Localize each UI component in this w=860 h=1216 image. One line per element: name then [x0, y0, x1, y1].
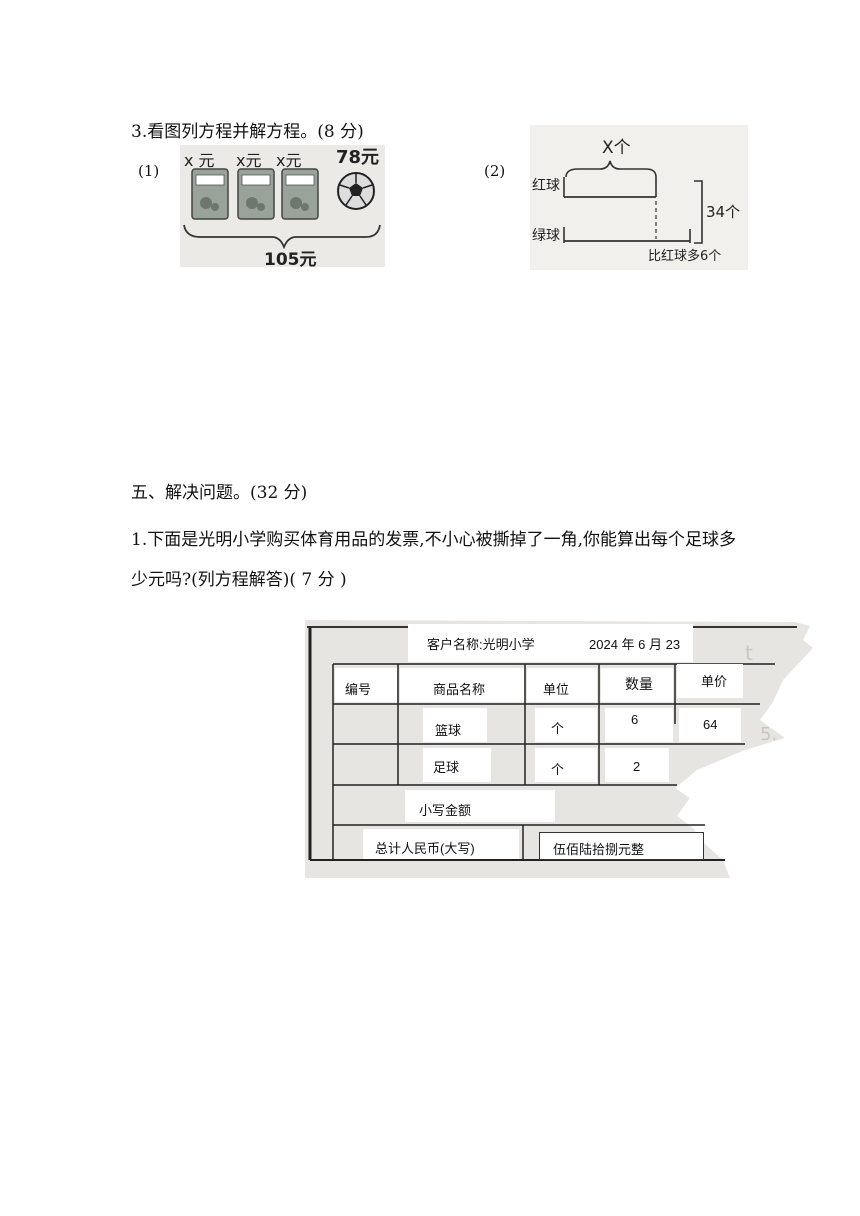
total-count-label: 34个 [706, 203, 741, 221]
part2-figure: X个 红球 绿球 34个 比红球多6个 [530, 125, 748, 270]
row2-quantity: 2 [633, 759, 641, 774]
total-amount-value: 伍佰陆拾捌元整 [553, 842, 645, 857]
customer-name: 客户名称:光明小学 [427, 637, 535, 652]
svg-text:t: t [745, 641, 753, 665]
price-label-1: x 元 [184, 151, 215, 170]
difference-label: 比红球多6个 [648, 249, 722, 264]
row1-unit-price: 64 [703, 717, 718, 732]
row2-unit: 个 [551, 762, 565, 777]
soccer-ball-icon [337, 172, 375, 210]
header-unit-price: 单价 [701, 674, 728, 689]
total-amount-box [539, 832, 704, 860]
price-label-2: x元 [236, 151, 262, 170]
header-quantity: 数量 [625, 676, 653, 692]
total-label: 总计人民币(大写) [375, 841, 475, 856]
red-ball-label: 红球 [532, 178, 560, 194]
box-icon-1 [191, 168, 229, 220]
part1-figure: x 元 x元 x元 78元 [180, 145, 385, 270]
part2-label: (2) [484, 162, 506, 180]
part2-drawing [563, 160, 703, 244]
ball-price-label: 78元 [336, 147, 380, 168]
row1-quantity: 6 [631, 712, 639, 727]
box-icon-2 [237, 168, 275, 220]
header-number: 编号 [345, 682, 372, 697]
part1-label: (1) [138, 162, 160, 180]
part1-drawing [183, 168, 381, 250]
problem-1-text: 1.下面是光明小学购买体育用品的发票,不小心被撕掉了一角,你能算出每个足球多少元… [131, 530, 737, 590]
total-brace-right [694, 180, 703, 244]
subtotal-label: 小写金额 [419, 803, 472, 818]
row2-name: 足球 [433, 760, 460, 775]
svg-text:5.: 5. [760, 724, 777, 745]
x-count-label: X个 [602, 138, 631, 158]
box-icon-3 [281, 168, 319, 220]
invoice-date: 2024 年 6 月 23 [589, 637, 681, 652]
price-label-3: x元 [276, 151, 302, 170]
header-product-name: 商品名称 [433, 682, 486, 697]
row1-unit: 个 [551, 721, 565, 736]
question-3-title: 3.看图列方程并解方程。(8 分) [131, 122, 364, 142]
header-unit: 单位 [543, 682, 570, 697]
row1-name: 篮球 [435, 723, 462, 738]
total-brace [183, 224, 381, 250]
total-price-label: 105元 [264, 250, 317, 270]
section-5-title: 五、解决问题。(32 分) [131, 483, 308, 503]
x-brace [565, 160, 657, 178]
invoice: t 5. 客户名称:光明小学 2024 年 6 月 23 编号 商品名称 单位 … [305, 620, 815, 878]
green-ball-label: 绿球 [532, 228, 560, 244]
